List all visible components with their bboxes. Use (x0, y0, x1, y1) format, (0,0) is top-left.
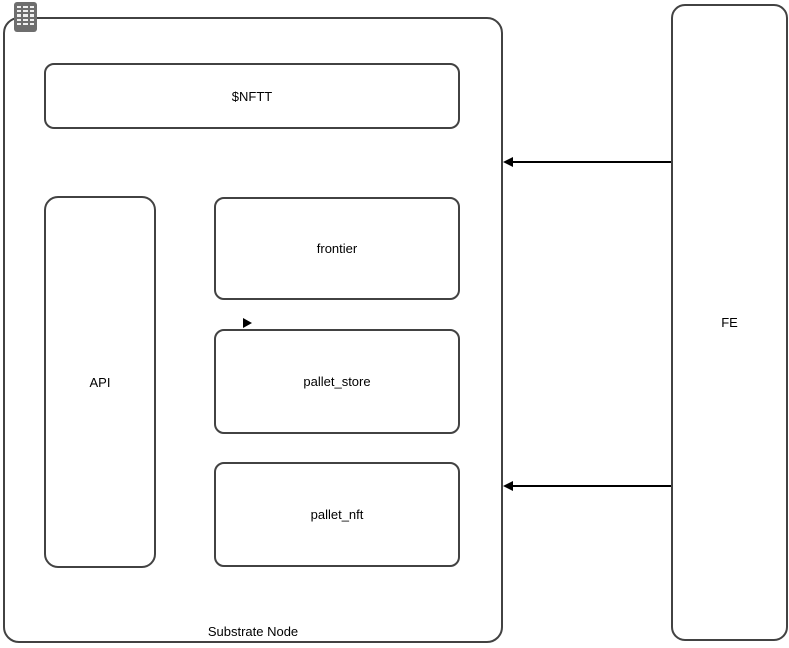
node-fe-label: FE (721, 315, 738, 330)
grid-icon-cells (17, 6, 34, 25)
node-pallet-nft-label: pallet_nft (310, 507, 364, 522)
edge-fe-to-substrate-upper-line (511, 161, 671, 163)
node-fe: FE (671, 4, 788, 641)
arrowhead-right-pallet-store-icon (243, 318, 252, 328)
node-nftt: $NFTT (44, 63, 460, 129)
node-api-label: API (89, 374, 111, 390)
substrate-node-label: Substrate Node (207, 624, 299, 639)
node-pallet-store: pallet_store (214, 329, 460, 434)
node-frontier: frontier (214, 197, 460, 300)
substrate-node-container: Substrate Node (3, 17, 503, 643)
node-pallet-store-label: pallet_store (303, 374, 371, 389)
arrowhead-left-lower-icon (503, 481, 513, 491)
node-pallet-nft: pallet_nft (214, 462, 460, 567)
node-api: API (44, 196, 156, 568)
edge-fe-to-substrate-lower-line (511, 485, 671, 487)
node-frontier-label: frontier (316, 241, 358, 256)
grid-icon (14, 2, 37, 32)
node-nftt-label: $NFTT (231, 88, 273, 104)
arrowhead-left-upper-icon (503, 157, 513, 167)
